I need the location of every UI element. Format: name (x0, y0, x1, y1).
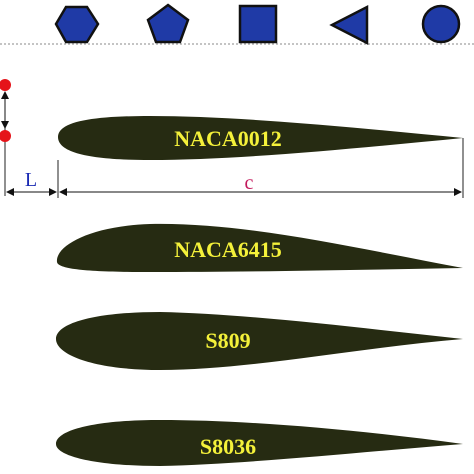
hexagon-icon (54, 5, 100, 44)
marker-dot-top (0, 79, 11, 91)
square-icon (238, 4, 278, 44)
circle-icon (421, 4, 461, 44)
shapes-row (54, 3, 461, 46)
airfoil-label-s809: S809 (205, 328, 250, 353)
airfoil-s809 (56, 312, 463, 370)
marker-dot-bottom (0, 130, 11, 142)
triangle-left-icon (329, 4, 369, 46)
airfoil-s8036 (56, 420, 463, 466)
dimension-label-c: c (245, 172, 254, 194)
airfoil-label-naca0012: NACA0012 (174, 126, 282, 151)
airfoil-label-naca6415: NACA6415 (174, 237, 282, 262)
dimension-label-L: L (25, 169, 37, 191)
airfoil-naca0012 (58, 116, 463, 160)
airfoil-label-s8036: S8036 (200, 434, 256, 459)
pentagon-icon (146, 3, 190, 44)
airfoil-naca6415 (56, 223, 464, 272)
